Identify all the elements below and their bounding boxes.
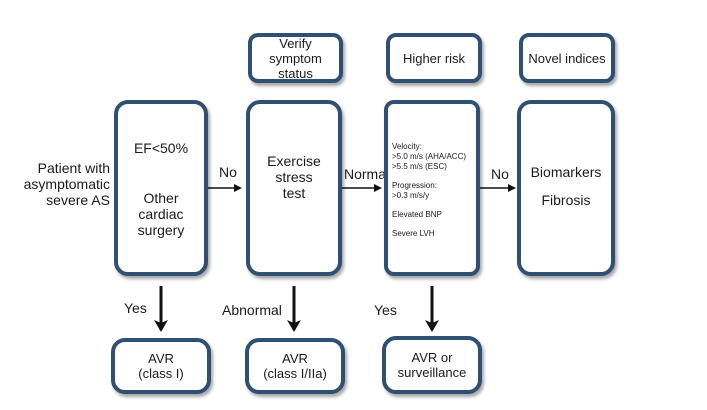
box-novel-indices: Novel indices: [519, 33, 615, 83]
exercise-line-1: Exercise: [267, 153, 321, 169]
box-avr-class-i: AVR (class I): [111, 338, 211, 394]
ef-criterion: EF<50%: [133, 140, 189, 156]
verify-line-1: Verify symptom: [269, 35, 322, 66]
entry-line-2: asymptomatic: [23, 176, 110, 192]
velocity-aha: >5.0 m/s (AHA/ACC): [392, 152, 467, 161]
box-higher-risk: Higher risk: [386, 33, 482, 83]
fibrosis-text: Fibrosis: [541, 192, 591, 208]
edge-label-col2-abnormal: Abnormal: [222, 302, 282, 318]
entry-line-3: severe AS: [46, 192, 110, 208]
biomarkers-text: Biomarkers: [530, 164, 602, 180]
exercise-line-3: test: [282, 185, 306, 201]
avr-i-line-1: AVR: [148, 351, 174, 366]
other-line-1: Other: [143, 190, 179, 206]
box-verify-symptom: Verify symptom status: [248, 33, 343, 83]
avr-surv-line-2: surveillance: [397, 365, 467, 380]
higher-risk-text: Higher risk: [402, 50, 466, 66]
verify-line-2: status: [278, 65, 313, 81]
avr-surv-line-1: AVR or: [411, 350, 453, 365]
velocity-esc: >5.5 m/s (ESC): [392, 162, 447, 171]
box-novel-markers: Biomarkers Fibrosis: [517, 100, 615, 276]
avr-iia-line-2: (class I/IIa): [263, 366, 327, 381]
box-risk-criteria: Velocity: >5.0 m/s (AHA/ACC) >5.5 m/s (E…: [384, 100, 480, 276]
box-avr-class-i-iia: AVR (class I/IIa): [245, 338, 345, 394]
edge-label-col1-no: No: [219, 164, 237, 180]
other-line-2: cardiac: [138, 206, 184, 222]
other-surgery: Other cardiac surgery: [118, 190, 204, 238]
other-line-3: surgery: [137, 222, 185, 238]
progression-value: >0.3 m/s/y: [392, 191, 430, 200]
avr-iia-line-1: AVR: [282, 351, 308, 366]
edge-label-col2-normal: Normal: [344, 166, 390, 182]
edge-label-col1-yes: Yes: [124, 300, 147, 316]
bnp-criterion: Elevated BNP: [392, 210, 442, 219]
box-exercise-test: Exercise stress test: [246, 100, 342, 276]
box-ef-criteria: EF<50% Other cardiac surgery: [114, 100, 208, 276]
entry-label: Patient with asymptomatic severe AS: [18, 160, 110, 208]
box-avr-surveillance: AVR or surveillance: [382, 336, 482, 394]
progression-label: Progression:: [392, 181, 437, 190]
edge-label-col3-no: No: [491, 166, 509, 182]
edge-label-col3-yes: Yes: [374, 302, 397, 318]
entry-line-1: Patient with: [37, 160, 110, 176]
novel-indices-text: Novel indices: [528, 50, 606, 66]
avr-i-line-2: (class I): [138, 366, 184, 381]
lvh-criterion: Severe LVH: [392, 229, 435, 238]
velocity-label: Velocity:: [392, 142, 422, 151]
exercise-line-2: stress: [275, 169, 313, 185]
